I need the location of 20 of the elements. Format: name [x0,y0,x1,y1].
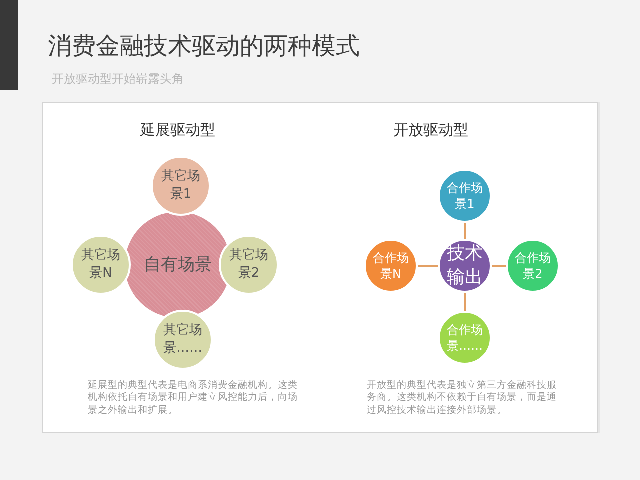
connector-line [418,265,438,267]
title: 消费金融技术驱动的两种模式 [48,31,360,62]
circle-label: 技术输出 [446,242,484,290]
section-heading: 延展驱动型 [140,121,216,140]
connector-line [464,293,466,311]
circle-label: 其它场景2 [228,247,270,283]
section-heading: 开放驱动型 [392,121,470,140]
circle-label: 其它场景…… [162,322,204,358]
circle-label: 合作场景N [372,250,410,282]
connector-line [464,223,466,239]
circle-label: 其它场景1 [160,168,202,204]
description-text: 延展型的典型代表是电商系消费金融机构。这类机构依托自有场景和用户建立风控能力后，向场景之外输出和扩展。 [88,380,299,418]
circle-label: 合作场景…… [446,322,484,354]
circle-label: 合作场景1 [446,180,484,212]
description-text: 开放型的典型代表是独立第三方金融科技服务商。这类机构不依赖于自有场景，而是通过风控技术输出连接外部场景。 [367,380,558,418]
connector-line [492,265,506,267]
circle-label: 自有场景 [142,254,213,276]
circle-label: 其它场景N [80,247,122,283]
circle-label: 合作场景2 [514,250,552,282]
subtitle: 开放驱动型开始崭露头角 [52,72,185,88]
